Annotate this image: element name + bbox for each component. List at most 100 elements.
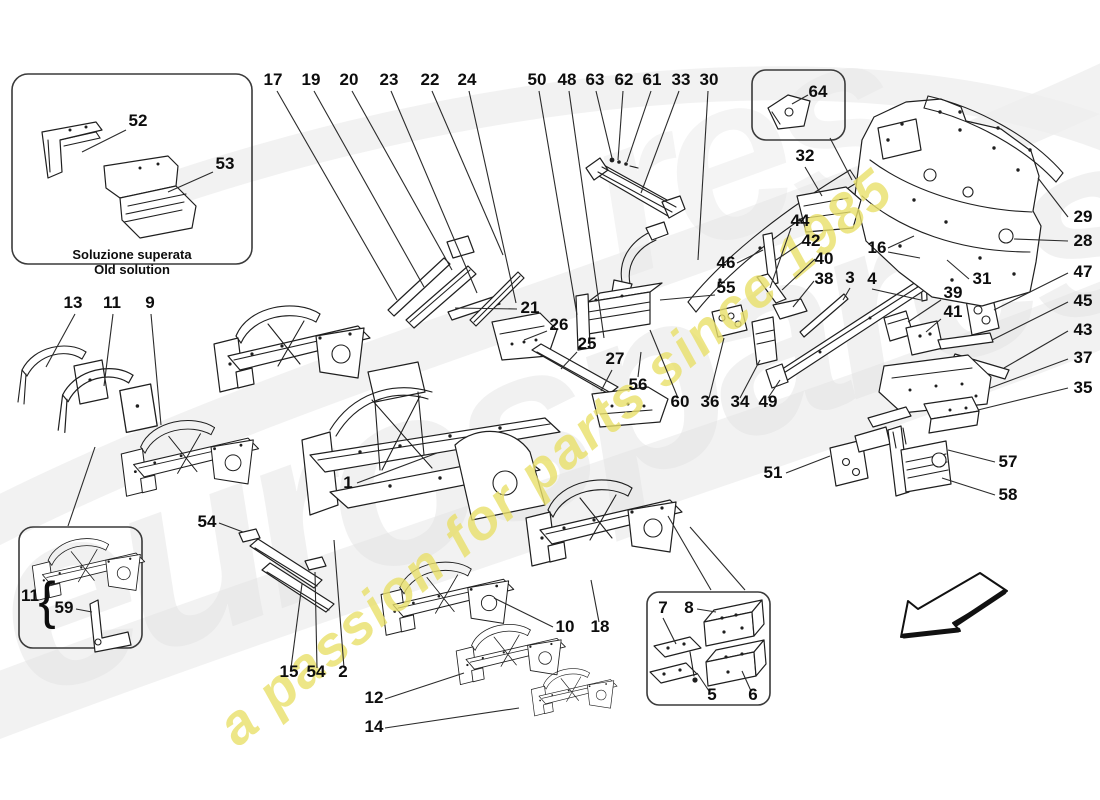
callout-62[interactable]: 62 xyxy=(615,70,634,89)
callout-39[interactable]: 39 xyxy=(944,283,963,302)
callout-32[interactable]: 32 xyxy=(796,146,815,165)
part-small-strips xyxy=(751,232,808,366)
old-solution-label-en: Old solution xyxy=(94,262,170,277)
part-main-chassis-frame xyxy=(301,361,561,521)
callout-17[interactable]: 17 xyxy=(264,70,283,89)
callout-20[interactable]: 20 xyxy=(340,70,359,89)
part-box-6 xyxy=(705,639,767,687)
callout-48[interactable]: 48 xyxy=(558,70,577,89)
callout-57[interactable]: 57 xyxy=(999,452,1018,471)
callout-41[interactable]: 41 xyxy=(944,302,963,321)
callout-27[interactable]: 27 xyxy=(606,349,625,368)
callout-13[interactable]: 13 xyxy=(64,293,83,312)
callout-59[interactable]: 59 xyxy=(55,598,74,617)
callout-11[interactable]: 11 xyxy=(103,293,121,312)
leader-lines xyxy=(45,90,1069,729)
callout-61[interactable]: 61 xyxy=(643,70,662,89)
callout-11-detail[interactable]: 11 xyxy=(21,586,39,605)
part-bracket-36 xyxy=(711,304,748,338)
callout-labels: 17 19 20 23 22 24 50 48 63 62 61 33 30 6… xyxy=(21,70,1092,736)
callout-18[interactable]: 18 xyxy=(591,617,610,636)
part-subframe-14 xyxy=(530,668,618,717)
part-plate-27 xyxy=(591,386,669,428)
part-header-beam xyxy=(923,95,1064,183)
callout-54-b[interactable]: 54 xyxy=(307,662,326,681)
detail-box-64 xyxy=(751,69,846,141)
callout-29[interactable]: 29 xyxy=(1074,207,1093,226)
callout-64[interactable]: 64 xyxy=(809,82,828,101)
callout-44[interactable]: 44 xyxy=(791,211,810,230)
callout-40[interactable]: 40 xyxy=(815,249,834,268)
callout-51[interactable]: 51 xyxy=(764,463,783,482)
callout-49[interactable]: 49 xyxy=(759,392,778,411)
callout-36[interactable]: 36 xyxy=(701,392,720,411)
callout-47[interactable]: 47 xyxy=(1074,262,1093,281)
callout-4[interactable]: 4 xyxy=(867,269,877,288)
callout-31[interactable]: 31 xyxy=(973,269,992,288)
part-subframe-12 xyxy=(455,623,566,686)
callout-14[interactable]: 14 xyxy=(365,717,384,736)
callout-54[interactable]: 54 xyxy=(198,512,217,531)
callout-38[interactable]: 38 xyxy=(815,269,834,288)
part-plate-7b xyxy=(649,662,698,684)
callout-10[interactable]: 10 xyxy=(556,617,575,636)
callout-22[interactable]: 22 xyxy=(421,70,440,89)
direction-arrow xyxy=(900,572,1008,639)
callout-21[interactable]: 21 xyxy=(521,298,540,317)
callout-2[interactable]: 2 xyxy=(338,662,347,681)
callout-43[interactable]: 43 xyxy=(1074,320,1093,339)
part-bracket-53 xyxy=(103,155,197,239)
callout-9[interactable]: 9 xyxy=(145,293,154,312)
callout-42[interactable]: 42 xyxy=(802,231,821,250)
part-box-35 xyxy=(923,396,980,434)
callout-23[interactable]: 23 xyxy=(380,70,399,89)
callout-37[interactable]: 37 xyxy=(1074,348,1093,367)
callout-53[interactable]: 53 xyxy=(216,154,235,173)
callout-19[interactable]: 19 xyxy=(302,70,321,89)
callout-3[interactable]: 3 xyxy=(845,268,854,287)
old-solution-label-it: Soluzione superata xyxy=(72,247,192,262)
callout-8[interactable]: 8 xyxy=(684,598,693,617)
part-bracket-52 xyxy=(41,121,103,179)
part-sill-25 xyxy=(531,343,619,395)
callout-45[interactable]: 45 xyxy=(1074,291,1093,310)
callout-52[interactable]: 52 xyxy=(129,111,148,130)
callout-50[interactable]: 50 xyxy=(528,70,547,89)
callout-16[interactable]: 16 xyxy=(868,238,887,257)
detail-box-fasteners xyxy=(646,591,771,706)
part-box-8 xyxy=(703,599,765,647)
callout-35[interactable]: 35 xyxy=(1074,378,1093,397)
callout-24[interactable]: 24 xyxy=(458,70,477,89)
callout-7[interactable]: 7 xyxy=(658,598,667,617)
part-wedge-64 xyxy=(767,94,811,130)
part-bracket-assembly-57-58 xyxy=(829,406,952,497)
callout-12[interactable]: 12 xyxy=(365,688,384,707)
callout-6[interactable]: 6 xyxy=(748,685,757,704)
callout-30[interactable]: 30 xyxy=(700,70,719,89)
part-screw-5 xyxy=(689,651,698,683)
detail-box-11-59 xyxy=(18,526,146,653)
callout-58[interactable]: 58 xyxy=(999,485,1018,504)
part-bracket-59 xyxy=(89,599,132,653)
callout-56[interactable]: 56 xyxy=(629,375,648,394)
callout-1[interactable]: 1 xyxy=(343,473,352,492)
callout-60[interactable]: 60 xyxy=(671,392,690,411)
callout-28[interactable]: 28 xyxy=(1074,231,1093,250)
brace-glyph: { xyxy=(38,572,55,630)
callout-33[interactable]: 33 xyxy=(672,70,691,89)
callout-34[interactable]: 34 xyxy=(731,392,750,411)
part-cowl-32 xyxy=(796,186,862,233)
callout-55[interactable]: 55 xyxy=(717,278,736,297)
callout-15[interactable]: 15 xyxy=(280,662,299,681)
callout-5[interactable]: 5 xyxy=(707,685,716,704)
part-front-crossmember xyxy=(585,157,686,219)
callout-25[interactable]: 25 xyxy=(578,334,597,353)
callout-63[interactable]: 63 xyxy=(586,70,605,89)
part-plate-7a xyxy=(653,636,702,658)
callout-46[interactable]: 46 xyxy=(717,253,736,272)
part-clamp-11 xyxy=(57,367,158,434)
callout-26[interactable]: 26 xyxy=(550,315,569,334)
part-strip-45 xyxy=(937,332,994,350)
